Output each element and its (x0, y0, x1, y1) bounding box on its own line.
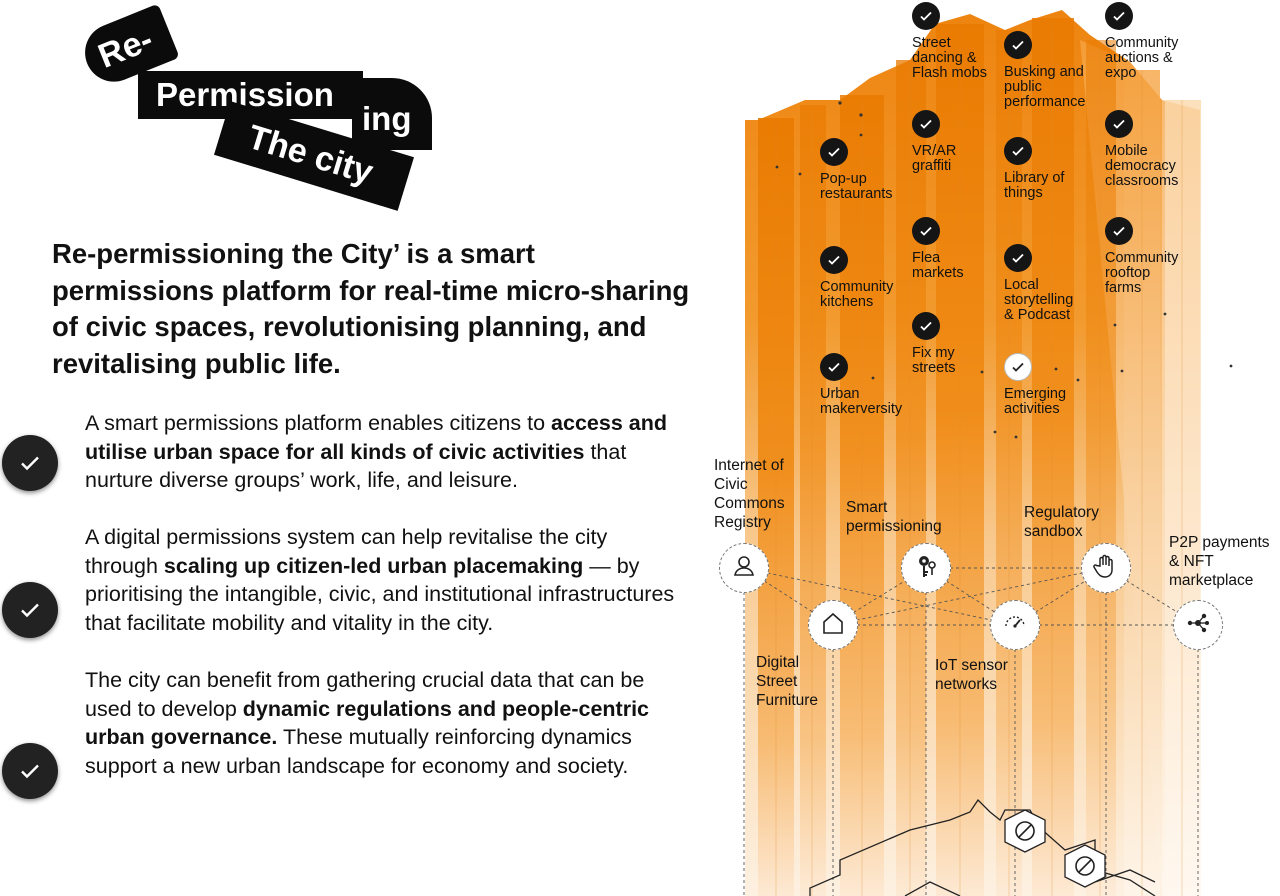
activity-item[interactable]: Community auctions & expo (1105, 2, 1178, 81)
headline: Re-permissioning the City’ is a smart pe… (52, 238, 690, 379)
activity-label: Busking and public performance (1004, 64, 1086, 110)
activity-label: Community auctions & expo (1105, 35, 1179, 81)
activity-item[interactable]: Pop-up restaurants (820, 138, 893, 202)
activity-item[interactable]: Local storytelling & Podcast (1004, 244, 1073, 323)
iot-sensor-networks-label: IoT sensor networks (935, 657, 1008, 693)
activity-label: Community rooftop farms (1105, 250, 1179, 296)
digital-street-furniture-label: Digital Street Furniture (756, 654, 819, 709)
bullet-access: A smart permissions platform enables cit… (85, 411, 667, 492)
check-icon (2, 582, 58, 638)
civic-activities-diagram: Street dancing & Flash mobs Community auc… (700, 0, 1280, 896)
activity-label: Fix my streets (912, 345, 956, 376)
activity-item[interactable]: Urban makerversity (820, 353, 902, 417)
activity-item[interactable]: Busking and public performance (1004, 31, 1085, 110)
p2p-payments-node[interactable] (1173, 600, 1223, 650)
activity-label: Local storytelling & Podcast (1004, 277, 1074, 323)
check-icon (1004, 137, 1032, 165)
smart-permissioning-label: Smart permissioning (846, 499, 942, 535)
activity-item[interactable]: VR/AR graffiti (912, 110, 956, 174)
orange-city-columns (743, 10, 1233, 896)
activity-item[interactable]: Emerging activities (1004, 353, 1066, 417)
bullet-governance: The city can benefit from gathering cruc… (85, 668, 649, 778)
logo: Re- Permission ing The city (0, 0, 460, 230)
activity-label: VR/AR graffiti (912, 143, 957, 174)
activity-item[interactable]: Fix my streets (912, 312, 956, 376)
activity-item[interactable]: Mobile democracy classrooms (1105, 110, 1178, 189)
activity-item[interactable]: Library of things (1004, 137, 1064, 201)
logo-permission-block: Permission (138, 71, 363, 119)
check-icon (820, 353, 848, 381)
activity-label: Community kitchens (820, 279, 894, 310)
check-icon (1004, 31, 1032, 59)
check-icon (2, 435, 58, 491)
check-icon (912, 312, 940, 340)
p2p-payments-label: P2P payments & NFT marketplace (1169, 534, 1270, 589)
check-icon (1105, 110, 1133, 138)
check-icon (1004, 244, 1032, 272)
network-icon (1184, 609, 1212, 642)
gauge-icon (1001, 609, 1029, 642)
check-icon (1105, 2, 1133, 30)
activity-item[interactable]: Street dancing & Flash mobs (912, 2, 987, 81)
activity-label: Flea markets (912, 250, 964, 281)
iot-sensor-networks-node[interactable] (990, 600, 1040, 650)
activity-label: Pop-up restaurants (820, 171, 893, 202)
activity-item[interactable]: Community kitchens (820, 246, 893, 310)
check-icon (820, 246, 848, 274)
activity-label: Library of things (1004, 170, 1065, 201)
check-icon (1105, 217, 1133, 245)
activity-label: Urban makerversity (820, 386, 903, 417)
hand-icon (1092, 552, 1120, 585)
logo-ing-block: ing (352, 78, 432, 150)
activity-label: Mobile democracy classrooms (1105, 143, 1179, 189)
check-icon (912, 217, 940, 245)
key-icon (912, 552, 940, 585)
activity-item[interactable]: Flea markets (912, 217, 964, 281)
check-icon (912, 110, 940, 138)
check-icon (912, 2, 940, 30)
house-icon (819, 609, 847, 642)
bullet-placemaking: A digital permissions system can help re… (85, 525, 675, 635)
internet-of-civic-commons-registry-label: Internet of Civic Commons Registry (714, 457, 785, 531)
check-icon (2, 743, 58, 799)
person-icon (730, 552, 758, 585)
regulatory-sandbox-label: Regulatory sandbox (1024, 504, 1099, 540)
smart-permissioning-node[interactable] (901, 543, 951, 593)
empty-check-icon (1004, 353, 1032, 381)
regulatory-sandbox-node[interactable] (1081, 543, 1131, 593)
activity-item[interactable]: Community rooftop farms (1105, 217, 1178, 296)
activity-label: Emerging activities (1004, 386, 1067, 417)
activity-label: Street dancing & Flash mobs (912, 35, 987, 81)
check-icon (820, 138, 848, 166)
internet-of-civic-commons-registry-node[interactable] (719, 543, 769, 593)
digital-street-furniture-node[interactable] (808, 600, 858, 650)
